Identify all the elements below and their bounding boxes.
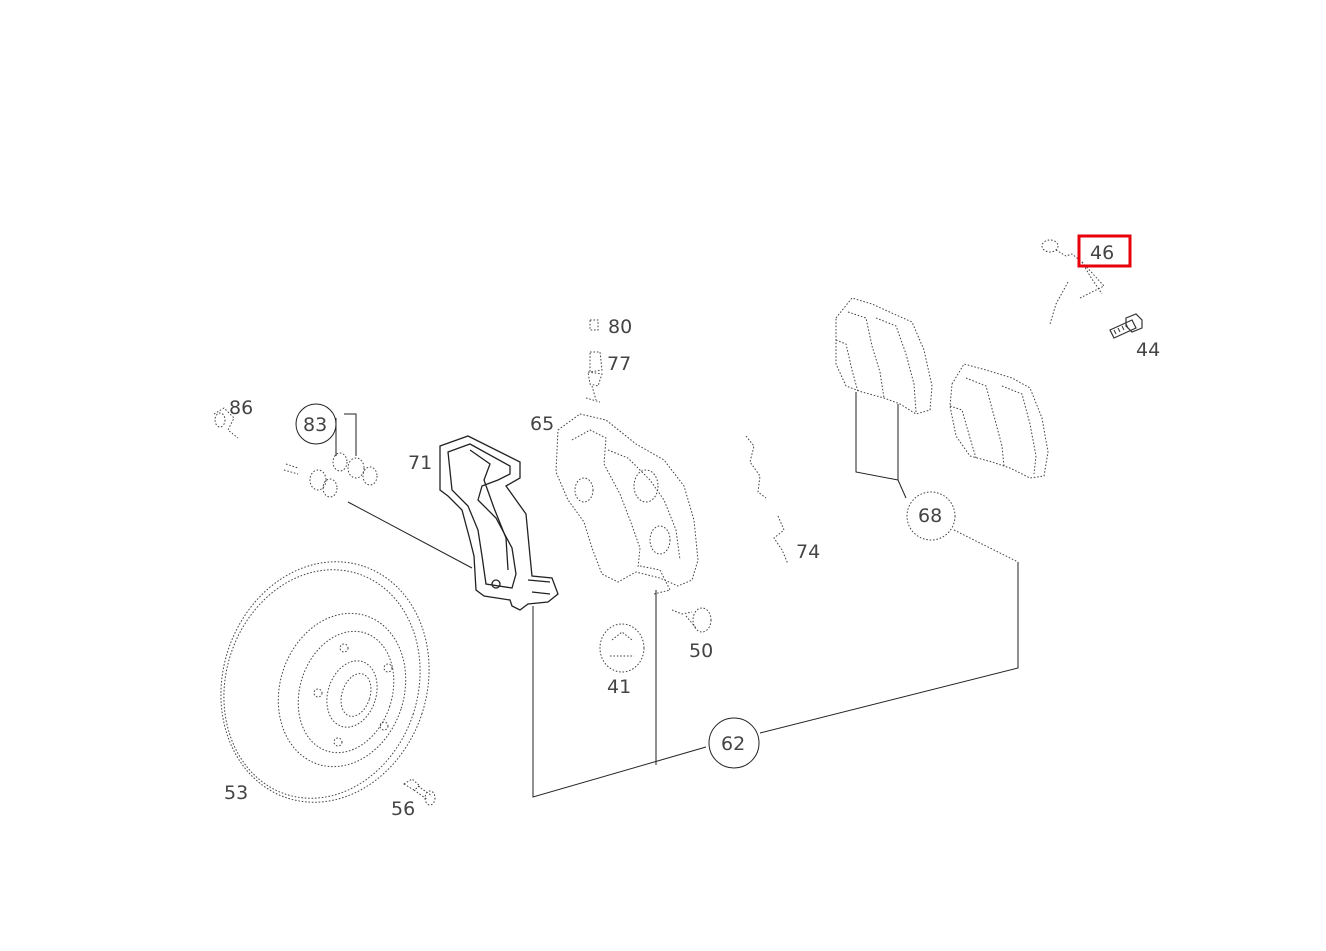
highlight-box-46 bbox=[1077, 234, 1132, 268]
screw-56-drawing[interactable] bbox=[403, 778, 436, 806]
carrier-bracket-drawing[interactable] bbox=[439, 435, 559, 611]
callout-circle-68 bbox=[906, 491, 956, 541]
part-label-53[interactable]: 53 bbox=[224, 782, 248, 804]
bolt-44-drawing[interactable] bbox=[1109, 313, 1143, 339]
part-label-71[interactable]: 71 bbox=[408, 452, 432, 474]
piston-41-drawing[interactable] bbox=[599, 623, 645, 673]
part-label-50[interactable]: 50 bbox=[689, 640, 713, 662]
spring-clip-drawing[interactable] bbox=[745, 435, 789, 565]
part-label-83[interactable]: 83 bbox=[303, 414, 327, 436]
bolt-46-drawing[interactable] bbox=[1041, 239, 1103, 325]
brake-pad-inner-drawing[interactable] bbox=[835, 297, 933, 415]
part-label-77[interactable]: 77 bbox=[607, 353, 631, 375]
part-label-44[interactable]: 44 bbox=[1136, 339, 1160, 361]
part-label-68[interactable]: 68 bbox=[918, 505, 942, 527]
part-label-62[interactable]: 62 bbox=[721, 733, 745, 755]
brake-pad-outer-drawing[interactable] bbox=[949, 363, 1049, 479]
fastener-86-drawing[interactable] bbox=[213, 407, 239, 439]
bolt-50-drawing[interactable] bbox=[671, 607, 712, 633]
leader-lines bbox=[296, 261, 1105, 798]
part-label-46[interactable]: 46 bbox=[1090, 242, 1114, 264]
bleed-screw-drawing[interactable] bbox=[585, 319, 603, 403]
callout-circle-62 bbox=[708, 717, 760, 769]
part-label-86[interactable]: 86 bbox=[229, 397, 253, 419]
guide-pin-set-drawing[interactable] bbox=[283, 452, 378, 498]
part-label-65[interactable]: 65 bbox=[530, 413, 554, 435]
caliper-housing-drawing[interactable] bbox=[555, 413, 699, 595]
callout-circle-83 bbox=[295, 403, 337, 445]
part-label-74[interactable]: 74 bbox=[796, 541, 820, 563]
part-label-41[interactable]: 41 bbox=[607, 676, 631, 698]
part-label-80[interactable]: 80 bbox=[608, 316, 632, 338]
part-label-56[interactable]: 56 bbox=[391, 798, 415, 820]
brake-disc-drawing[interactable] bbox=[190, 534, 459, 829]
